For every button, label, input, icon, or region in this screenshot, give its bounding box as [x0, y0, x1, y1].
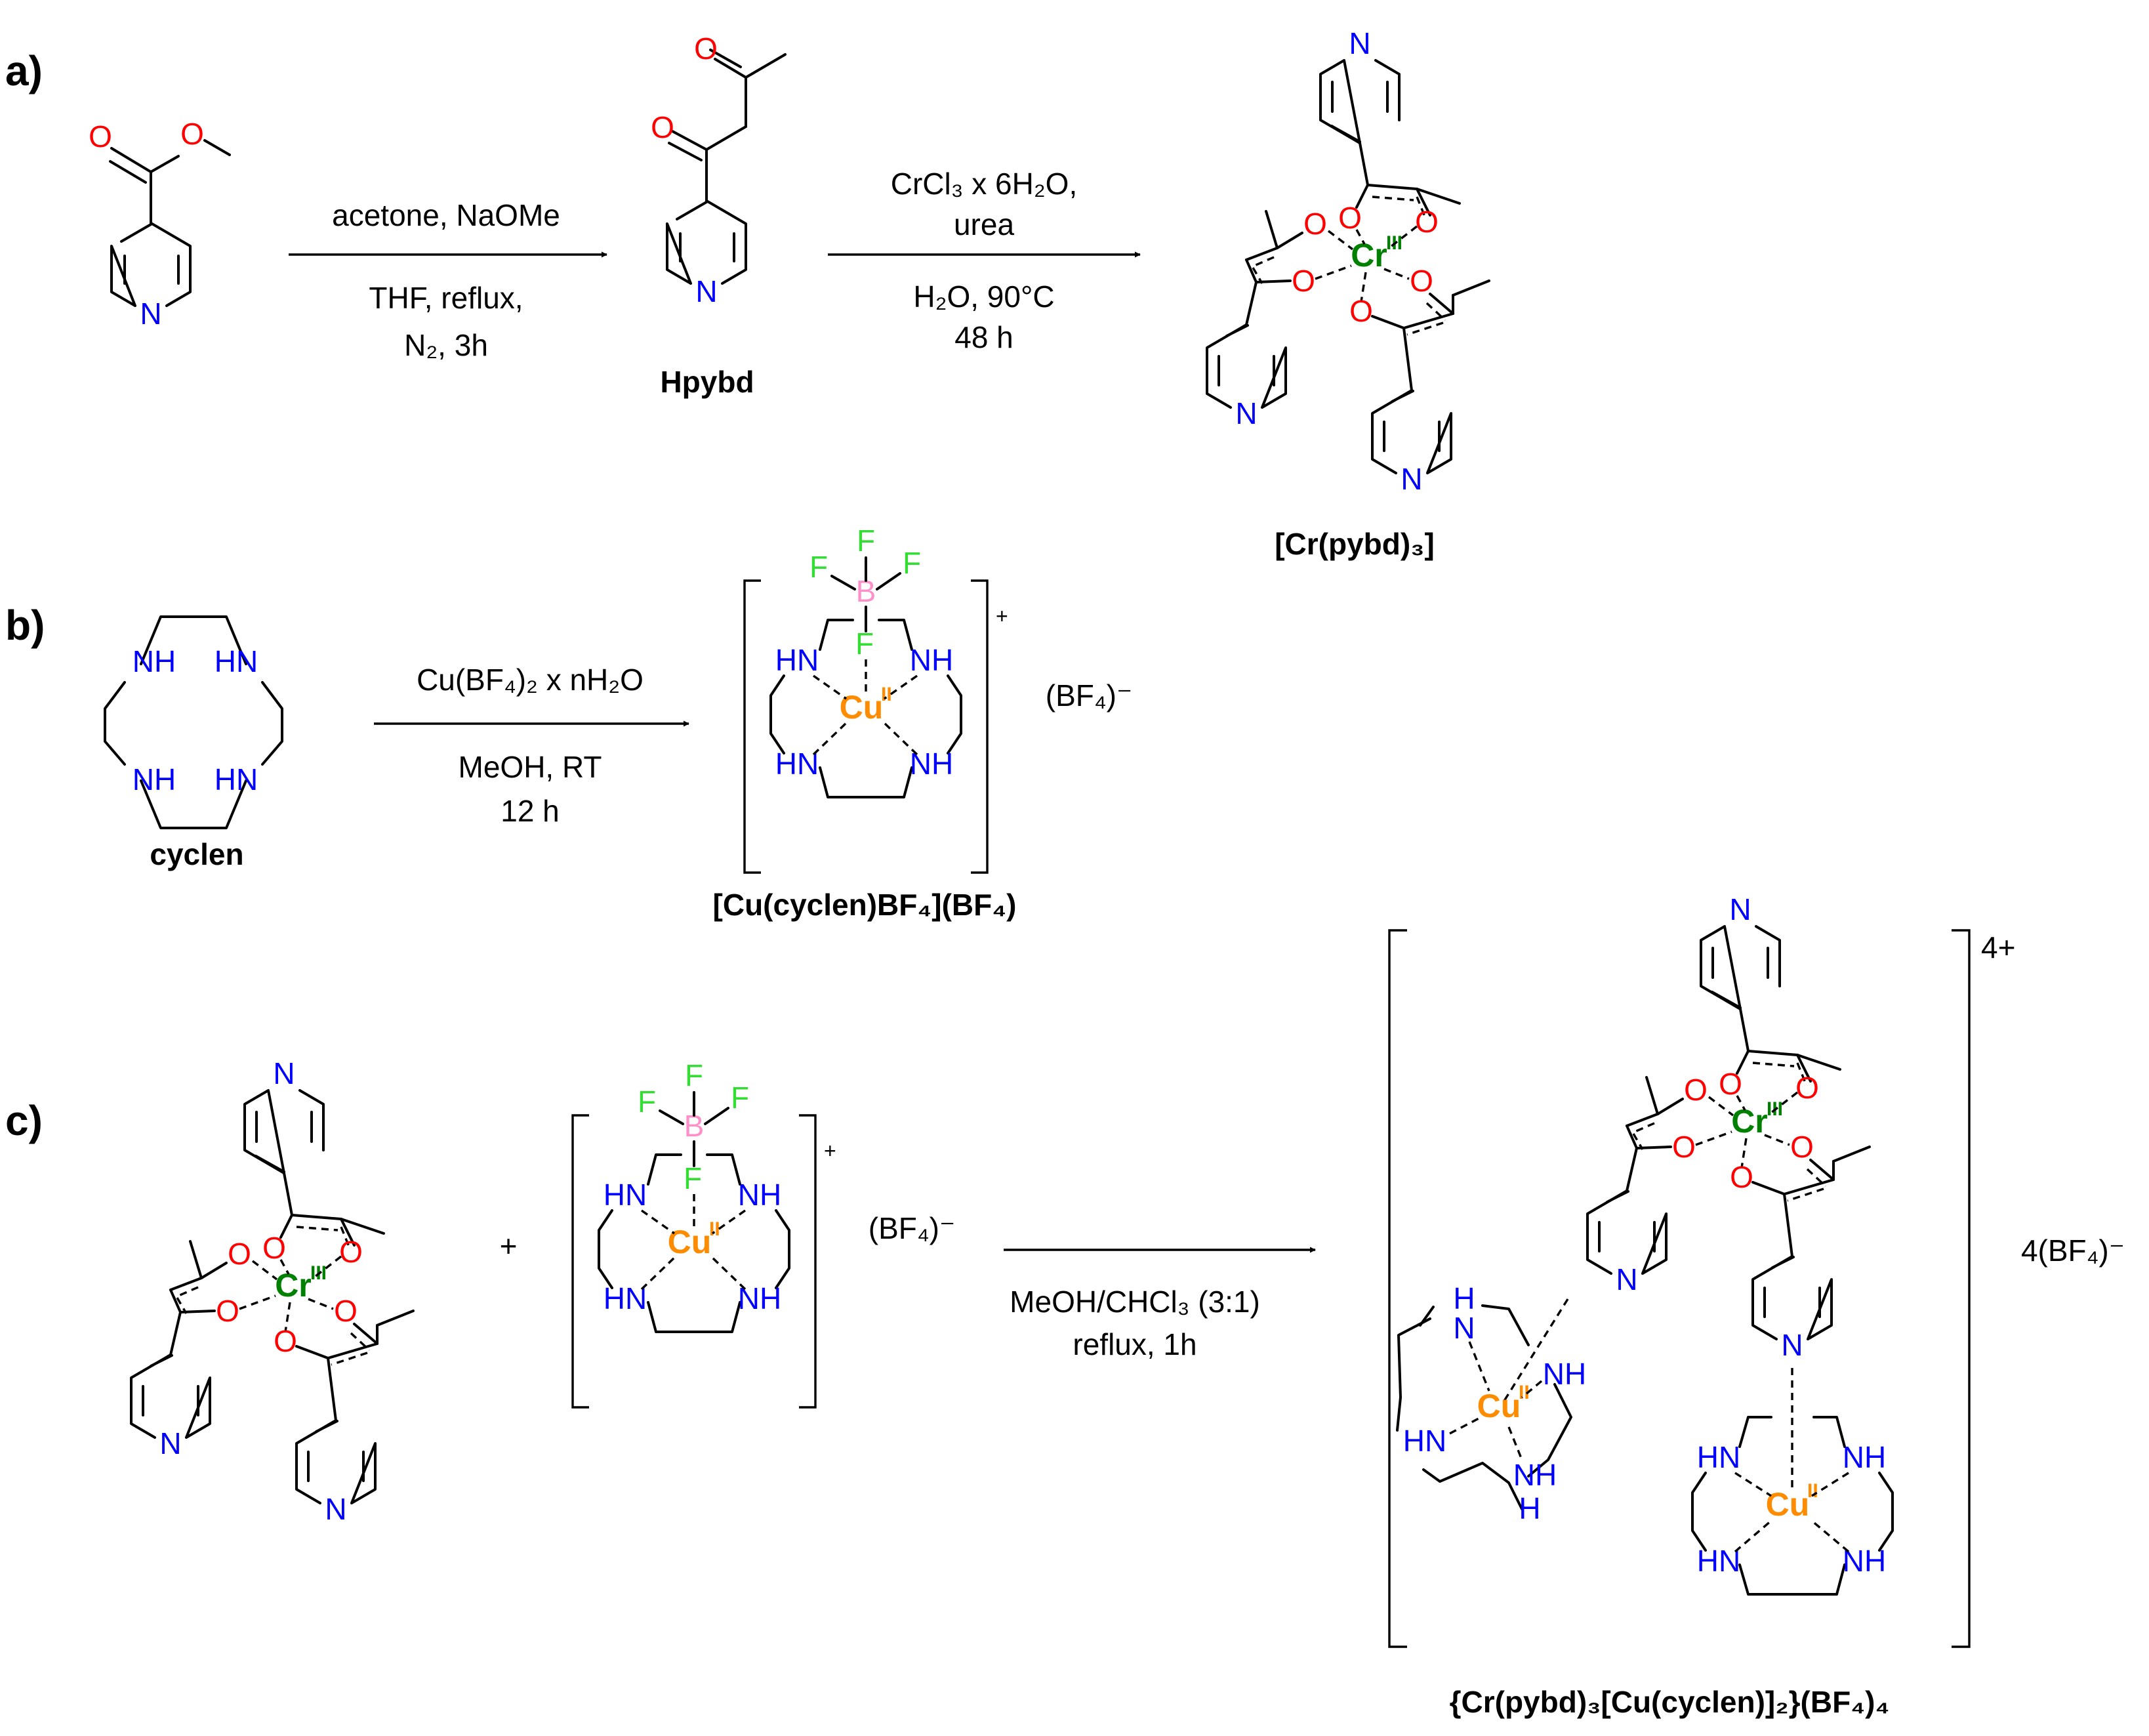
atom-hn: HN — [1403, 1424, 1446, 1458]
atom-hn: HN — [775, 747, 819, 781]
atom-nitrogen: N — [140, 297, 161, 331]
cu-cyclen-right-unit: HN NH HN NH Cu II — [1691, 1368, 1894, 1596]
atom-hn: HN — [775, 643, 819, 677]
atom-nh: NH — [1543, 1357, 1586, 1391]
charge-label: + — [996, 604, 1008, 628]
condition-text: MeOH, RT — [459, 750, 602, 784]
condition-text: 48 h — [954, 320, 1013, 354]
panel-label-c: c) — [5, 1097, 43, 1144]
atom-nitrogen: N — [695, 274, 717, 308]
cu-cyclen-left-unit: N H NH HN NH H Cu II — [1396, 1281, 1586, 1525]
svg-text:Cr: Cr — [1351, 237, 1387, 274]
atom-oxygen: O — [1338, 201, 1362, 235]
product-bracket-left — [1388, 929, 1407, 1648]
cr-pybd3-structure: O O N O O N Cr III O O — [1206, 26, 1490, 496]
condition-text: acetone, NaOMe — [332, 198, 560, 232]
atom-hn: HN — [1697, 1544, 1740, 1578]
copper-center: Cu II — [840, 684, 892, 726]
atom-fluorine: F — [903, 546, 921, 580]
svg-text:II: II — [881, 684, 892, 705]
atom-oxygen: O — [1415, 205, 1439, 239]
product-bracket-right — [1952, 929, 1971, 1648]
plus-sign: + — [500, 1229, 518, 1263]
atom-n: N — [1453, 1311, 1475, 1345]
compound-name-hpybd: Hpybd — [660, 365, 754, 399]
svg-text:II: II — [1519, 1382, 1530, 1403]
atom-fluorine: F — [855, 627, 874, 661]
methyl-isonicotinate-structure: O O N — [89, 117, 231, 331]
atom-oxygen: O — [1303, 207, 1327, 241]
atom-oxygen: O — [694, 31, 718, 66]
compound-name-product: {Cr(pybd)₃[Cu(cyclen)]₂}(BF₄)₄ — [1450, 1685, 1890, 1719]
chromium-center: Cr III — [1351, 232, 1402, 274]
atom-hn: HN — [1697, 1440, 1740, 1474]
product-charge: 4+ — [1981, 930, 2015, 964]
counter-ion-bf4: (BF₄)⁻ — [1046, 678, 1132, 713]
condition-text: H₂O, 90°C — [913, 279, 1054, 314]
compound-name-cr-pybd3: [Cr(pybd)₃] — [1275, 527, 1435, 561]
atom-oxygen: O — [651, 110, 674, 144]
copper-center: Cu II — [1477, 1382, 1530, 1424]
cr-pybd3-core — [1586, 891, 1871, 1364]
atom-oxygen: O — [89, 119, 112, 154]
counter-ion-bf4: (BF₄)⁻ — [869, 1211, 955, 1245]
atom-nh: NH — [133, 644, 176, 678]
atom-nh: NH — [133, 762, 176, 796]
atom-nh: NH — [910, 747, 953, 781]
copper-center: Cu II — [1766, 1480, 1818, 1523]
svg-text:Cu: Cu — [840, 689, 884, 726]
svg-text:Cu: Cu — [1477, 1388, 1521, 1424]
compound-name-cyclen: cyclen — [150, 837, 243, 871]
condition-text: Cu(BF₄)₂ x nH₂O — [417, 663, 644, 697]
atom-oxygen: O — [1410, 264, 1433, 298]
condition-text: N₂, 3h — [404, 328, 488, 362]
condition-text: urea — [954, 207, 1014, 241]
cu-cyclen-bf4-structure: + B F F F F HN NH HN NH Cu II — [743, 524, 1008, 874]
atom-nitrogen: N — [1235, 396, 1257, 430]
hpybd-structure: O O N — [651, 31, 787, 308]
condition-text: MeOH/CHCl₃ (3:1) — [1010, 1285, 1260, 1319]
atom-h: H — [1519, 1491, 1540, 1525]
atom-hn: HN — [215, 644, 258, 678]
condition-text: 12 h — [501, 794, 560, 828]
cyclen-structure: NH HN NH HN — [104, 615, 283, 829]
atom-nitrogen: N — [1349, 26, 1370, 60]
cr-pybd3-reactant — [130, 1055, 415, 1528]
panel-label-a: a) — [5, 47, 43, 94]
atom-nh: NH — [1843, 1440, 1886, 1474]
atom-hn: HN — [215, 762, 258, 796]
compound-name-cu-cyclen: [Cu(cyclen)BF₄](BF₄) — [713, 888, 1017, 922]
atom-nh: NH — [1513, 1458, 1557, 1492]
condition-text: THF, reflux, — [369, 281, 523, 315]
atom-oxygen: O — [1292, 264, 1315, 298]
condition-text: CrCl₃ x 6H₂O, — [891, 167, 1078, 201]
counter-ion-4bf4: 4(BF₄)⁻ — [2021, 1233, 2125, 1268]
atom-nitrogen: N — [1401, 462, 1422, 496]
condition-text: reflux, 1h — [1073, 1327, 1197, 1361]
atom-fluorine: F — [809, 550, 828, 584]
atom-oxygen: O — [1349, 294, 1373, 328]
cu-cyclen-reactant — [571, 1057, 838, 1409]
atom-h: H — [1453, 1281, 1475, 1315]
atom-nh: NH — [1843, 1544, 1886, 1578]
svg-text:II: II — [1807, 1480, 1818, 1502]
atom-oxygen: O — [180, 117, 204, 151]
panel-label-b: b) — [5, 602, 45, 649]
atom-nh: NH — [910, 643, 953, 677]
svg-text:Cu: Cu — [1766, 1486, 1810, 1523]
atom-fluorine: F — [857, 524, 875, 558]
